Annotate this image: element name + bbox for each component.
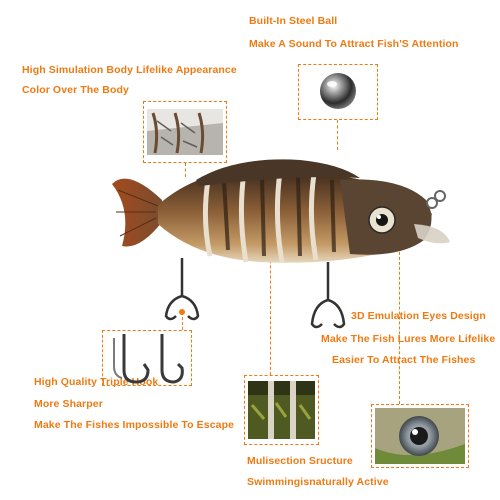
eyes-title: 3D Emulation Eyes Design xyxy=(351,310,486,322)
eyes-description-1: Make The Fish Lures More Lifelike xyxy=(321,333,496,345)
lure-tail xyxy=(112,178,162,247)
eyes-description-2: Easier To Attract The Fishes xyxy=(332,354,476,366)
body-frame xyxy=(143,101,227,163)
multisection-title: Mulisection Sructure xyxy=(247,455,353,467)
hook-marker xyxy=(179,309,185,315)
steel-ball-description: Make A Sound To Attract Fish'S Attention xyxy=(249,38,459,50)
steel-ball-frame xyxy=(298,64,378,120)
eye-frame xyxy=(371,404,469,468)
hook-closeup xyxy=(113,334,184,384)
body-title: High Simulation Body Lifelike Appearance xyxy=(22,64,237,76)
steel-ball-image xyxy=(320,73,356,109)
hook-leader xyxy=(182,312,183,330)
hook-frame xyxy=(102,330,192,386)
hook-description-1: More Sharper xyxy=(34,398,103,410)
steel-ball-leader xyxy=(337,120,338,150)
body-leader xyxy=(185,163,186,177)
eye-leader xyxy=(399,232,400,404)
body-description: Color Over The Body xyxy=(22,84,129,96)
multisection-closeup xyxy=(248,381,315,439)
hook-description-2: Make The Fishes Impossible To Escape xyxy=(34,419,235,431)
steel-ball-title: Built-In Steel Ball xyxy=(249,15,338,27)
multisection-description: Swimmingisnaturally Active xyxy=(247,476,389,488)
multisection-frame xyxy=(244,375,319,445)
eye-closeup xyxy=(375,408,465,464)
body-scale-closeup xyxy=(147,109,223,155)
multisection-leader xyxy=(270,240,271,375)
